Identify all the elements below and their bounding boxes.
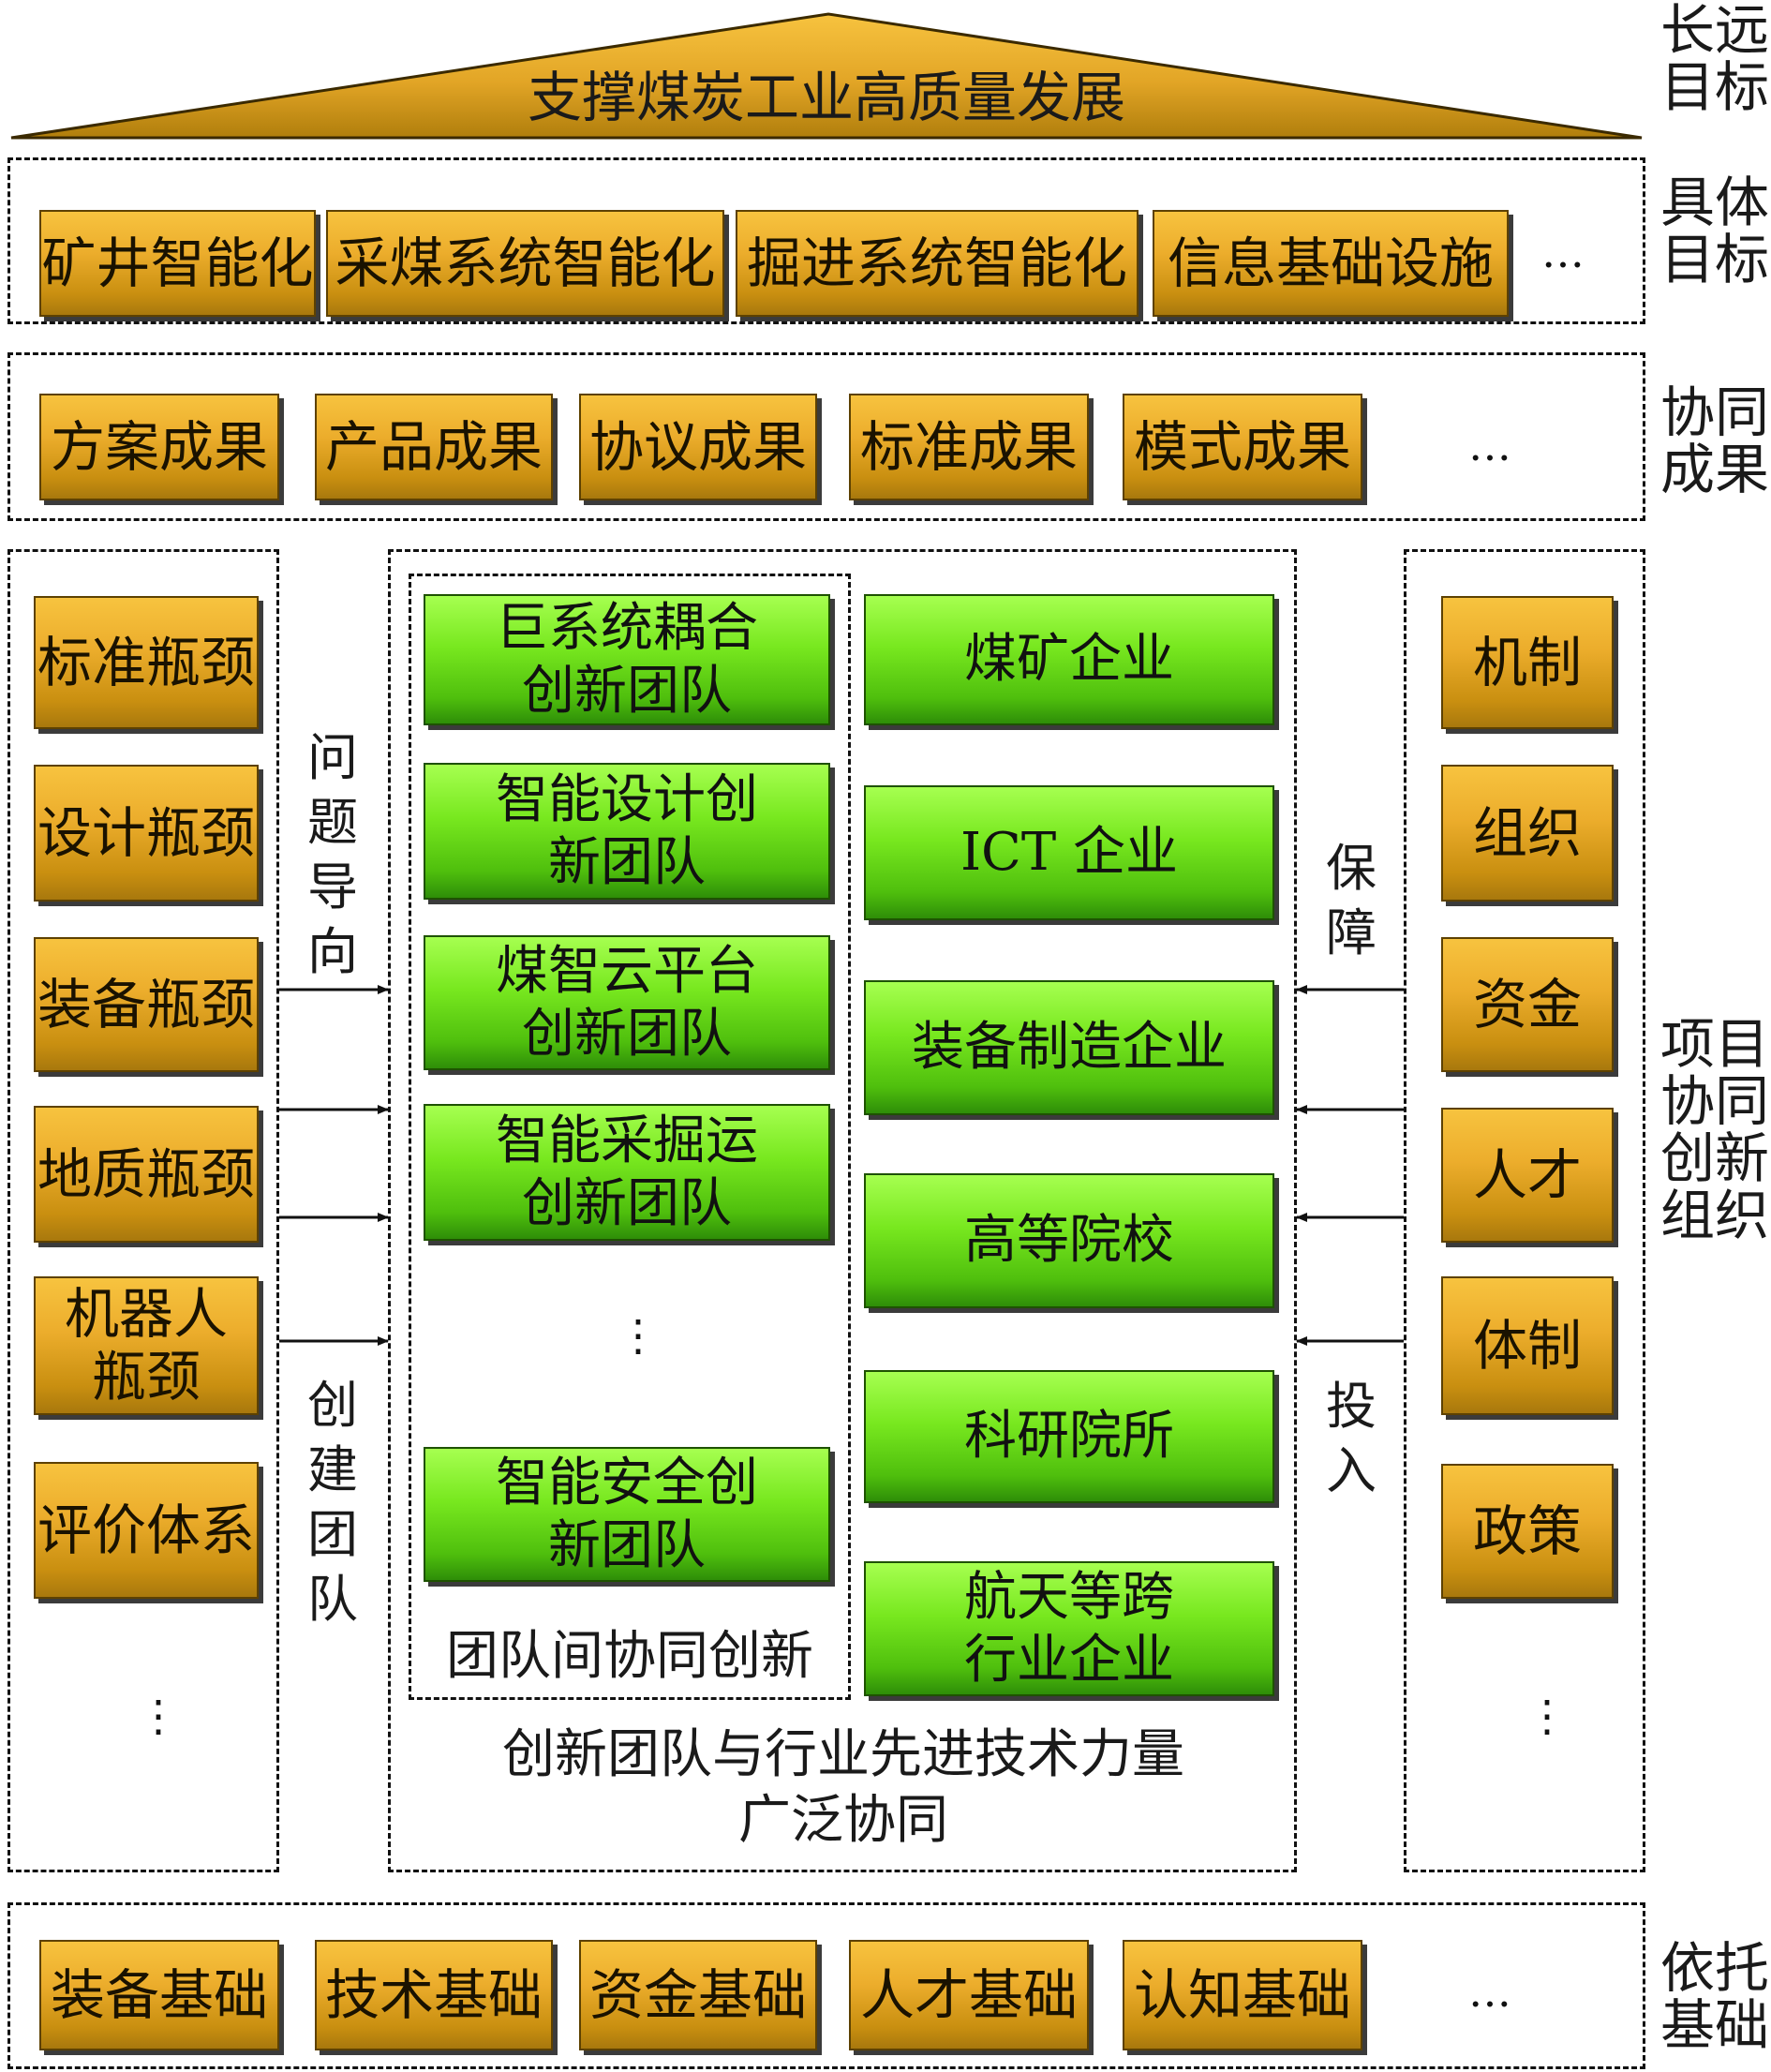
support-box: 政策 [1441,1464,1614,1599]
team-box: 煤智云平台创新团队 [424,935,830,1070]
partner-box: ICT 企业 [864,785,1274,920]
problem-oriented-label: 问题导向 [307,728,358,982]
team-box: 智能设计创新团队 [424,763,830,900]
results-ellipsis: … [1468,420,1511,470]
partner-box: 装备制造企业 [864,980,1274,1115]
teams-caption: 团队间协同创新 [446,1626,813,1687]
foundations-ellipsis: … [1468,1966,1511,2017]
bottleneck-box: 地质瓶颈 [34,1106,259,1243]
bottleneck-box: 标准瓶颈 [34,596,259,729]
label-project-org: 项目协同创新组织 [1660,1012,1770,1247]
guarantee-label: 保障 [1326,839,1377,963]
label-collab-results: 协同成果 [1660,380,1770,501]
support-box: 资金 [1441,937,1614,1072]
center-caption: 创新团队与行业先进技术力量广泛协同 [502,1724,1184,1851]
concrete-goal-box: 矿井智能化 [39,210,316,317]
supports-frame [1404,549,1645,1872]
result-box: 模式成果 [1123,394,1362,500]
investment-label: 投入 [1326,1377,1377,1501]
label-foundation: 依托基础 [1660,1936,1770,2057]
foundation-box: 资金基础 [579,1940,817,2050]
team-box: 智能安全创新团队 [424,1447,830,1582]
concrete-goal-box: 采煤系统智能化 [326,210,724,317]
create-teams-label: 创建团队 [307,1376,358,1630]
foundation-box: 认知基础 [1123,1940,1362,2050]
bottlenecks-ellipsis: ⋮ [137,1691,180,1741]
partner-box: 高等院校 [864,1173,1274,1308]
bottleneck-box: 评价体系 [34,1462,259,1599]
team-box: 智能采掘运创新团队 [424,1104,830,1241]
support-box: 组织 [1441,765,1614,902]
results-frame [7,352,1645,521]
partner-box: 科研院所 [864,1370,1274,1503]
foundation-box: 技术基础 [315,1940,553,2050]
concrete-goals-ellipsis: … [1541,227,1585,277]
partner-box: 航天等跨行业企业 [864,1561,1274,1696]
bottleneck-box: 设计瓶颈 [34,765,259,902]
left-arrows [279,985,389,1346]
supports-ellipsis: ⋮ [1525,1691,1569,1741]
teams-ellipsis: ⋮ [617,1310,660,1361]
concrete-goal-box: 信息基础设施 [1153,210,1509,317]
bottleneck-box: 装备瓶颈 [34,937,259,1072]
bottleneck-box: 机器人瓶颈 [34,1276,259,1415]
right-arrows [1296,985,1404,1346]
support-box: 人才 [1441,1108,1614,1243]
result-box: 标准成果 [849,394,1089,500]
support-box: 机制 [1441,596,1614,729]
concrete-goal-box: 掘进系统智能化 [736,210,1138,317]
bottlenecks-frame [7,549,279,1872]
concrete-goals-frame [7,157,1645,324]
label-concrete-goals: 具体目标 [1660,171,1770,291]
center-frame [388,549,1297,1872]
support-box: 体制 [1441,1276,1614,1415]
team-box: 巨系统耦合创新团队 [424,594,830,725]
label-long-term: 长远目标 [1660,0,1770,119]
top-goal-title: 支撑煤炭工业高质量发展 [527,66,1125,129]
foundation-box: 人才基础 [849,1940,1089,2050]
roof-shape [10,12,1643,140]
result-box: 产品成果 [315,394,553,500]
result-box: 方案成果 [39,394,279,500]
foundations-frame [7,1902,1645,2069]
result-box: 协议成果 [579,394,817,500]
foundation-box: 装备基础 [39,1940,279,2050]
teams-frame [409,574,851,1700]
partner-box: 煤矿企业 [864,594,1274,725]
